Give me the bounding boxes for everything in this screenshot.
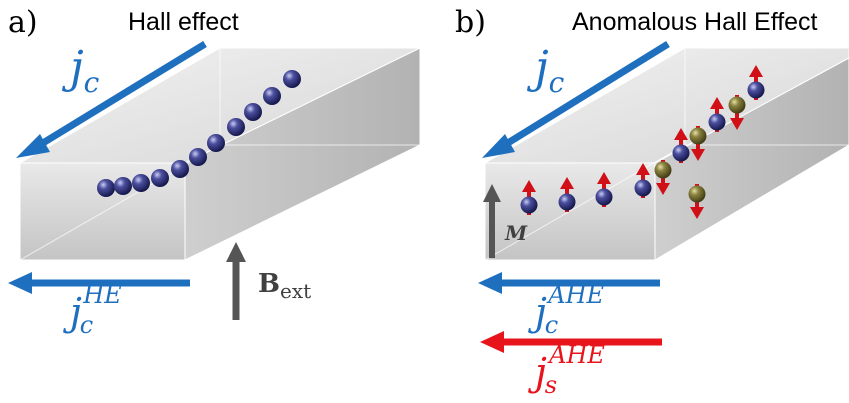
anomalous-hall-current-arrowhead — [478, 272, 502, 294]
charge-current-arrow — [36, 41, 207, 149]
electron-icon — [244, 103, 262, 121]
spin-up-arrowhead — [749, 65, 763, 77]
panel-a-title: Hall effect — [128, 8, 239, 36]
spin-down-arrowhead — [656, 183, 670, 195]
electron-icon — [114, 177, 132, 195]
electron-alt-icon — [654, 161, 672, 179]
electron-icon — [747, 81, 765, 99]
charge-current-label: jc — [61, 42, 100, 99]
electron-chain-a — [97, 70, 301, 197]
spin-down-arrowhead — [690, 207, 704, 219]
electron-icon — [672, 144, 690, 162]
spin-current-arrowhead — [480, 331, 504, 353]
panel-a: a) Hall effect jc jcHE Bext — [8, 5, 421, 339]
electron-alt-icon — [728, 96, 746, 114]
charge-current-arrowhead — [16, 134, 50, 158]
hall-current-label: jcHE — [63, 281, 122, 339]
magnetization-label: M — [504, 221, 528, 245]
electron-icon — [283, 70, 301, 88]
charge-current-label: jc — [526, 42, 565, 99]
magnetization-arrowhead — [483, 184, 501, 202]
electron-icon — [595, 188, 613, 206]
electron-alt-icon — [688, 185, 706, 203]
electron-chain-b — [520, 65, 765, 219]
spin-up-arrowhead — [522, 180, 536, 192]
sample-box-a — [18, 47, 421, 261]
electron-icon — [520, 196, 538, 214]
electron-icon — [708, 113, 726, 131]
electron-alt-icon — [689, 127, 707, 145]
spin-up-arrowhead — [597, 172, 611, 184]
panel-b: b) Anomalous Hall Effect jc M jcAHE — [455, 5, 849, 399]
electron-icon — [227, 118, 245, 136]
electron-icon — [207, 134, 225, 152]
spin-up-arrowhead — [674, 128, 688, 140]
charge-current-arrowhead — [482, 134, 515, 158]
electron-icon — [97, 179, 115, 197]
spin-up-arrowhead — [560, 177, 574, 189]
charge-current-arrow — [501, 41, 670, 149]
electron-icon — [171, 160, 189, 178]
electron-icon — [558, 193, 576, 211]
spin-up-arrowhead — [710, 97, 724, 109]
electron-icon — [132, 174, 150, 192]
electron-icon — [634, 179, 652, 197]
panel-a-letter: a) — [8, 5, 38, 40]
spin-up-arrowhead — [636, 163, 650, 175]
electron-icon — [151, 169, 169, 187]
panel-b-letter: b) — [455, 5, 486, 40]
electron-icon — [263, 87, 281, 105]
panel-b-title: Anomalous Hall Effect — [572, 8, 818, 36]
external-field-label: Bext — [258, 269, 311, 303]
spin-down-arrowhead — [730, 118, 744, 130]
external-field-arrowhead — [226, 242, 246, 262]
hall-current-arrowhead — [8, 272, 32, 294]
spin-down-arrowhead — [691, 149, 705, 161]
spin-current-label: jsAHE — [528, 341, 605, 399]
anomalous-hall-current-label: jcAHE — [528, 281, 605, 339]
electron-icon — [189, 148, 207, 166]
